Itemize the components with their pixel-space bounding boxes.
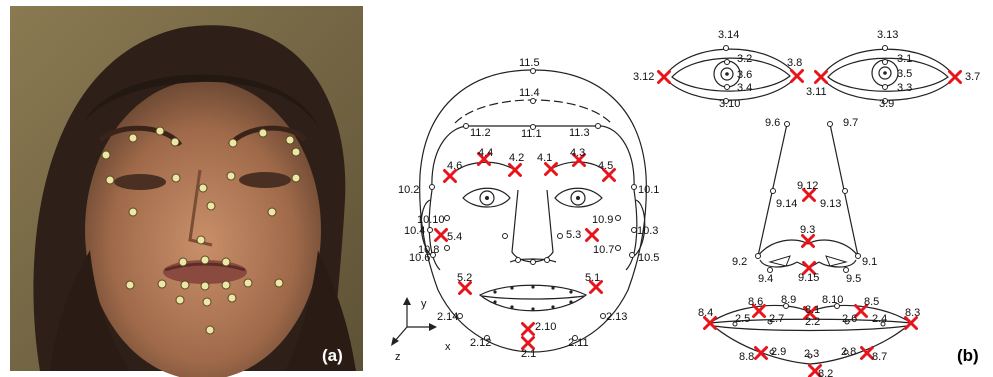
point-label: 3.7	[965, 71, 980, 83]
red-x-marker	[659, 72, 670, 83]
red-x-marker	[436, 230, 447, 241]
red-x-marker	[546, 164, 557, 175]
point-label: 11.1	[521, 128, 542, 140]
point-label: 9.15	[798, 272, 819, 284]
point-label: 4.6	[447, 160, 462, 172]
axis-y-label: y	[421, 298, 427, 310]
point-label: 3.13	[877, 29, 898, 41]
red-x-marker	[460, 283, 471, 294]
point-label: 8.2	[818, 368, 833, 377]
point-label: 10.9	[592, 214, 613, 226]
point-label: 4.5	[598, 160, 613, 172]
point-label: 2.1	[521, 348, 536, 360]
point-label: 2.10	[535, 321, 556, 333]
point-label: 3.3	[897, 82, 912, 94]
point-label: 3.5	[897, 68, 912, 80]
point-label: 2.11	[568, 337, 589, 349]
point-label: 5.1	[585, 272, 600, 284]
point-label: 8.10	[822, 294, 843, 306]
axis-x-label: x	[445, 341, 451, 353]
point-label: 8.8	[739, 351, 754, 363]
point-label: 2.14	[437, 311, 458, 323]
point-label: 8.4	[698, 307, 713, 319]
red-x-marker	[523, 324, 534, 335]
point-label: 11.2	[470, 127, 491, 139]
red-x-marker	[803, 236, 814, 247]
point-label: 10.7	[593, 244, 614, 256]
point-label: 8.9	[781, 294, 796, 306]
point-label: 11.4	[519, 87, 540, 99]
point-label: 2.4	[872, 313, 887, 325]
point-label: 10.4	[404, 225, 425, 237]
point-label: 3.2	[737, 53, 752, 65]
axes-indicator: y x z	[391, 297, 451, 363]
point-label: 8.1	[805, 304, 820, 316]
point-label: 11.3	[569, 127, 590, 139]
face-outline-drawing	[420, 69, 647, 353]
point-label: 3.12	[633, 71, 654, 83]
point-label: 10.5	[638, 252, 659, 264]
point-label: 9.1	[862, 256, 877, 268]
point-label: 3.9	[879, 98, 894, 110]
panel-label-a: (a)	[322, 346, 343, 365]
point-label: 4.1	[537, 152, 552, 164]
point-label: 2.12	[470, 337, 491, 349]
point-label: 9.3	[800, 224, 815, 236]
red-x-marker	[510, 165, 521, 176]
face-photo-with-markers: (a)	[10, 6, 363, 377]
red-x-marker	[816, 72, 827, 83]
point-label: 3.11	[806, 86, 827, 98]
point-label: 9.6	[765, 117, 780, 129]
point-label: 10.3	[637, 225, 658, 237]
point-label: 2.8	[841, 346, 856, 358]
point-label: 3.1	[897, 53, 912, 65]
panel-label-b: (b)	[957, 346, 979, 365]
point-label: 5.4	[447, 231, 462, 243]
point-label: 11.5	[519, 57, 540, 69]
red-x-marker	[756, 348, 767, 359]
red-x-marker	[523, 338, 534, 349]
point-label: 8.7	[872, 351, 887, 363]
point-label: 4.4	[478, 147, 493, 159]
point-label: 5.2	[457, 272, 472, 284]
point-label: 3.8	[787, 57, 802, 69]
point-label: 8.6	[748, 296, 763, 308]
point-label: 10.6	[409, 252, 430, 264]
red-x-marker	[587, 230, 598, 241]
point-label: 3.6	[737, 69, 752, 81]
red-x-marker	[445, 171, 456, 182]
point-label: 9.7	[843, 117, 858, 129]
point-label: 10.2	[398, 184, 419, 196]
point-label: 9.5	[846, 273, 861, 285]
point-label: 2.2	[805, 316, 820, 328]
point-label: 9.4	[758, 273, 773, 285]
point-label: 8.5	[864, 296, 879, 308]
point-label: 9.13	[820, 198, 841, 210]
point-label: 2.6	[842, 313, 857, 325]
point-label: 4.3	[570, 147, 585, 159]
red-x-marker	[792, 71, 803, 82]
point-label: 2.3	[804, 348, 819, 360]
red-x-marker	[950, 72, 961, 83]
point-label: 2.13	[606, 311, 627, 323]
point-label: 8.3	[905, 307, 920, 319]
feature-points-layer: 11.5 11.4 11.2 11.1 11.3 4.4 4.2 4.1 4.3 4.6 4.5 10…	[398, 29, 980, 377]
point-label: 9.2	[732, 256, 747, 268]
axis-z-label: z	[395, 351, 401, 363]
point-label: 2.9	[771, 346, 786, 358]
point-label: 3.4	[737, 82, 752, 94]
point-label: 9.12	[797, 180, 818, 192]
point-label: 2.5	[735, 313, 750, 325]
point-label: 9.14	[776, 198, 797, 210]
point-label: 10.1	[638, 184, 659, 196]
point-label: 4.2	[509, 152, 524, 164]
point-label: 3.10	[719, 98, 740, 110]
point-label: 2.7	[769, 313, 784, 325]
point-label: 3.14	[718, 29, 739, 41]
point-label: 5.3	[566, 229, 581, 241]
